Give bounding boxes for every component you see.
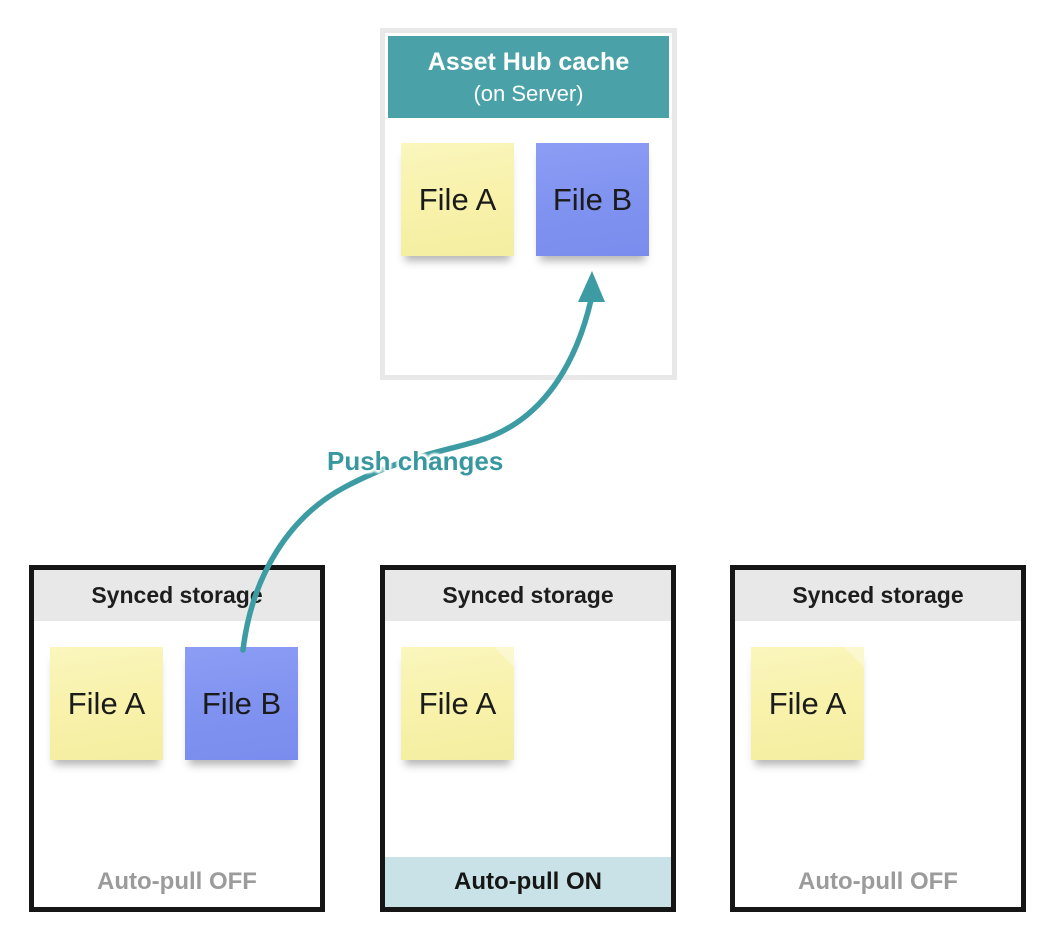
- auto-pull-status: Auto-pull OFF: [97, 868, 257, 895]
- file-note-label: File B: [201, 685, 282, 721]
- asset-hub-cache-box: Asset Hub cache (on Server) File A File …: [380, 28, 677, 380]
- server-files-row: File A File B: [401, 143, 649, 256]
- asset-hub-cache-header: Asset Hub cache (on Server): [388, 36, 669, 118]
- storage-files-row: File A File B: [50, 647, 298, 760]
- file-note-a: File A: [401, 647, 514, 760]
- asset-hub-cache-subtitle: (on Server): [473, 81, 584, 106]
- synced-storage-title: Synced storage: [385, 570, 671, 621]
- synced-storage-title: Synced storage: [735, 570, 1021, 621]
- storage-files-row: File A: [401, 647, 514, 760]
- file-note-label: File A: [418, 685, 497, 721]
- file-note-a: File A: [751, 647, 864, 760]
- file-note-b: File B: [536, 143, 649, 256]
- auto-pull-status: Auto-pull ON: [385, 857, 671, 907]
- file-note-label: File A: [418, 181, 497, 217]
- file-note-a: File A: [50, 647, 163, 760]
- auto-pull-status: Auto-pull OFF: [798, 868, 958, 895]
- synced-storage-box-2: Synced storage File A Auto-pull ON: [380, 565, 676, 912]
- file-note-a: File A: [401, 143, 514, 256]
- synced-storage-title: Synced storage: [34, 570, 320, 621]
- file-note-label: File B: [552, 181, 633, 217]
- asset-hub-cache-title: Asset Hub cache: [427, 48, 630, 76]
- push-changes-label: Push changes: [327, 446, 504, 476]
- storage-files-row: File A: [751, 647, 864, 760]
- synced-storage-box-1: Synced storage File A File B Auto-pull O…: [29, 565, 325, 912]
- file-note-label: File A: [768, 685, 847, 721]
- file-note-label: File A: [67, 685, 146, 721]
- file-note-b: File B: [185, 647, 298, 760]
- synced-storage-box-3: Synced storage File A Auto-pull OFF: [730, 565, 1026, 912]
